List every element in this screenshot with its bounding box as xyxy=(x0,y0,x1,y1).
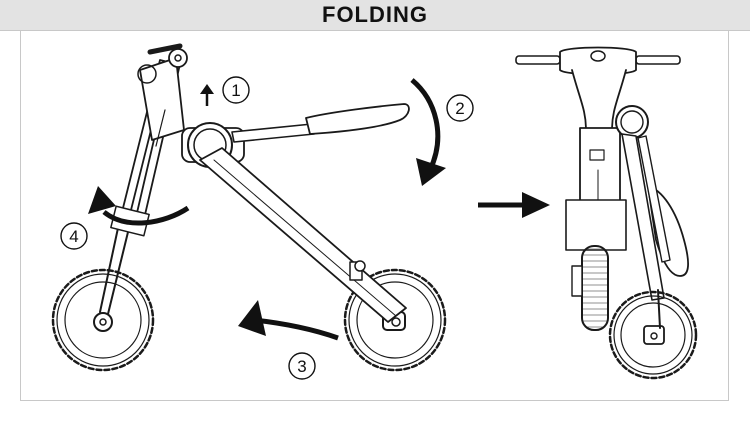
main-frame-beam xyxy=(199,147,407,323)
step-1-arrow xyxy=(200,84,214,106)
folded-front-wheel xyxy=(608,289,698,380)
svg-text:2: 2 xyxy=(455,99,464,118)
folding-hinge xyxy=(181,122,245,168)
seat-assembly xyxy=(231,103,410,143)
folded-body xyxy=(565,127,627,251)
step-3-badge: 3 xyxy=(288,352,316,380)
folded-rear-wheel xyxy=(571,245,609,331)
step-2-arrow xyxy=(410,78,446,186)
step-1-badge: 1 xyxy=(222,76,250,104)
rear-wheel xyxy=(343,268,447,372)
header-bar: FOLDING xyxy=(0,0,750,31)
handlebar xyxy=(147,43,188,68)
page-title: FOLDING xyxy=(322,2,428,27)
svg-text:1: 1 xyxy=(231,81,240,100)
step-2-badge: 2 xyxy=(446,94,474,122)
svg-text:3: 3 xyxy=(297,357,306,376)
step-4-arrow xyxy=(88,186,190,226)
steering-column xyxy=(99,57,185,315)
diagram-frame xyxy=(20,0,729,401)
transition-arrow xyxy=(478,192,550,218)
step-4-badge: 4 xyxy=(60,222,88,250)
front-wheel xyxy=(51,268,155,372)
scooter-side-view xyxy=(51,43,447,372)
folded-hinge xyxy=(615,105,649,139)
scooter-folded-view xyxy=(515,46,698,380)
step-3-arrow xyxy=(238,300,339,341)
svg-text:4: 4 xyxy=(69,227,78,246)
